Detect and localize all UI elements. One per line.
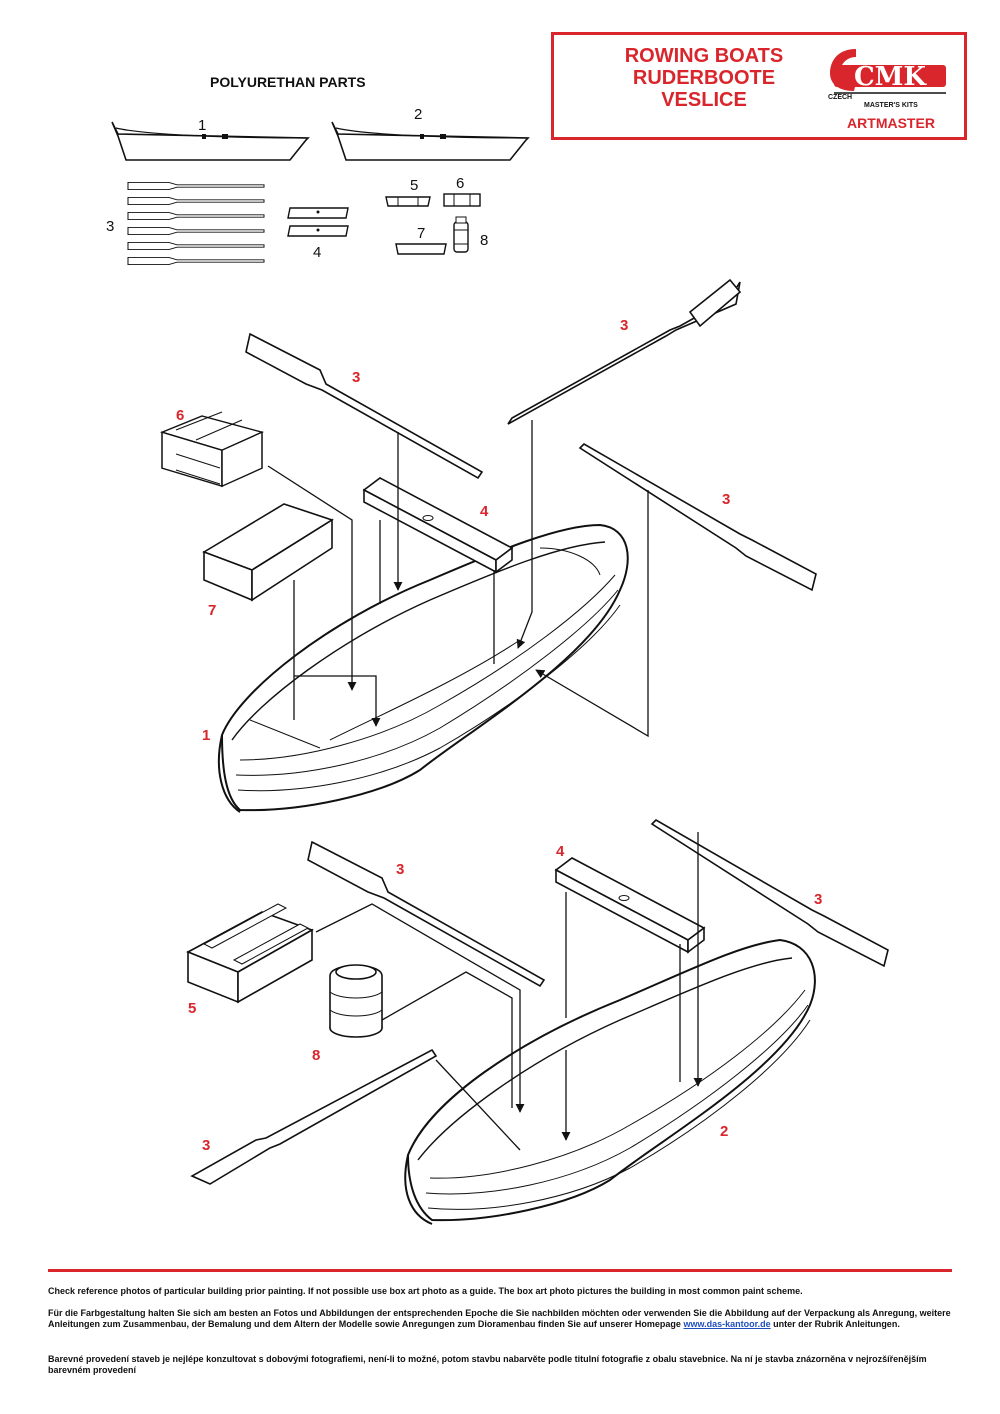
upper-callout-oar-right: 3 bbox=[722, 491, 730, 508]
upper-callout-hull: 1 bbox=[202, 727, 210, 744]
part-hull-2 bbox=[331, 121, 530, 161]
homepage-link[interactable]: www.das-kantoor.de bbox=[683, 1319, 771, 1329]
upper-thwart-4 bbox=[362, 477, 514, 574]
parts-label-2: 2 bbox=[414, 106, 422, 123]
parts-label-8: 8 bbox=[480, 232, 488, 249]
title-box: ROWING BOATS RUDERBOOTE VESLICE CMK CZEC… bbox=[551, 32, 967, 140]
lower-callout-oar-right: 3 bbox=[814, 891, 822, 908]
upper-callout-oar-top: 3 bbox=[620, 317, 628, 334]
upper-oar-right bbox=[578, 443, 817, 592]
parts-label-3: 3 bbox=[106, 218, 114, 235]
note-german-tail: unter der Rubrik Anleitungen. bbox=[770, 1319, 900, 1329]
lower-barrel-8 bbox=[329, 964, 383, 1038]
lower-callout-oar-bottom: 3 bbox=[202, 1137, 210, 1154]
logo-small-line2: MASTER'S KITS bbox=[864, 102, 918, 109]
lower-thwart-4 bbox=[554, 857, 706, 954]
part-barrel-8 bbox=[453, 216, 469, 253]
note-english: Check reference photos of particular bui… bbox=[48, 1286, 803, 1296]
parts-label-7: 7 bbox=[417, 225, 425, 242]
upper-oar-top bbox=[507, 278, 742, 425]
lower-callout-oar-left: 3 bbox=[396, 861, 404, 878]
title-line-cz: VESLICE bbox=[661, 89, 747, 111]
lower-leader-lines bbox=[315, 832, 703, 1151]
cmk-logo-icon: CMK bbox=[830, 49, 946, 94]
footer-divider bbox=[48, 1269, 952, 1272]
lower-callout-thwart: 4 bbox=[556, 843, 565, 860]
lower-oar-left bbox=[307, 840, 546, 988]
upper-chest-7 bbox=[202, 503, 334, 602]
lower-oar-right bbox=[650, 819, 889, 968]
parts-label-6: 6 bbox=[456, 175, 464, 192]
lower-crate-5 bbox=[186, 903, 314, 1004]
lower-boat-hull bbox=[404, 938, 816, 1225]
note-german: Für die Farbgestaltung halten Sie sich a… bbox=[48, 1308, 952, 1330]
artmaster-label: ARTMASTER bbox=[847, 115, 935, 131]
part-box-6 bbox=[443, 193, 481, 207]
title-lines: ROWING BOATS RUDERBOOTE VESLICE bbox=[594, 45, 814, 111]
title-line-en: ROWING BOATS bbox=[624, 45, 784, 67]
lower-oar-bottom bbox=[190, 1048, 438, 1185]
parts-label-5: 5 bbox=[410, 177, 418, 194]
upper-callout-oar-left: 3 bbox=[352, 369, 360, 386]
note-czech: Barevné provedení staveb je nejlépe konz… bbox=[48, 1354, 927, 1375]
lower-callout-hull: 2 bbox=[720, 1123, 728, 1140]
cmk-logo: CMK CZECH MASTER'S KITS ARTMASTER bbox=[826, 43, 956, 133]
upper-callout-thwart: 4 bbox=[480, 503, 489, 520]
note-german-text: Für die Farbgestaltung halten Sie sich a… bbox=[48, 1308, 951, 1329]
assembly-diagram: 1 2 3 4 5 6 7 8 bbox=[106, 106, 889, 1225]
lower-callout-barrel: 8 bbox=[312, 1047, 320, 1064]
upper-crate-6 bbox=[161, 411, 263, 487]
upper-callout-crate: 6 bbox=[176, 407, 184, 424]
part-crate-5 bbox=[385, 196, 431, 207]
part-hull-1 bbox=[111, 121, 310, 161]
logo-letters: CMK bbox=[854, 62, 927, 92]
parts-label-1: 1 bbox=[198, 117, 206, 134]
upper-boat-hull bbox=[217, 523, 629, 813]
parts-label-4: 4 bbox=[313, 244, 321, 261]
part-seats-4 bbox=[287, 207, 349, 237]
upper-oar-left bbox=[245, 332, 484, 480]
parts-heading: POLYURETHAN PARTS bbox=[210, 74, 366, 90]
upper-leader-lines bbox=[267, 420, 649, 738]
lower-callout-crate: 5 bbox=[188, 1000, 196, 1017]
part-oars-set bbox=[127, 181, 265, 266]
logo-small-line1: CZECH bbox=[828, 94, 853, 101]
title-line-de: RUDERBOOTE bbox=[632, 67, 776, 89]
part-chest-7 bbox=[395, 243, 447, 255]
upper-callout-chest: 7 bbox=[208, 602, 216, 619]
